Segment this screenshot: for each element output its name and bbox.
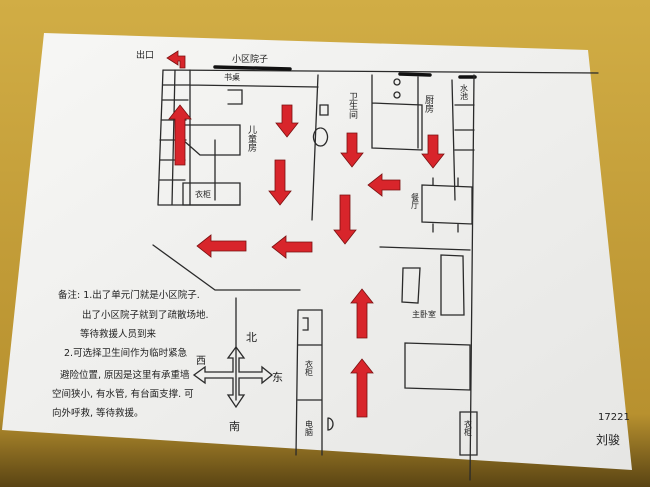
evacuation-arrow bbox=[271, 235, 313, 259]
notes: 备注: 1.出了单元门就是小区院子. 出了小区院子就到了疏散场地. 等待救援人员… bbox=[52, 289, 209, 419]
evacuation-arrow bbox=[333, 194, 357, 245]
wardrobe-kids-box bbox=[182, 182, 241, 206]
label-kitchen: 厨房 bbox=[423, 95, 434, 114]
signature-name: 刘骏 bbox=[596, 433, 620, 447]
label-computer: 电脑 bbox=[305, 419, 314, 437]
evacuation-arrow bbox=[421, 134, 445, 169]
label-yard: 小区院子 bbox=[232, 53, 268, 65]
compass-cross-icon bbox=[192, 345, 274, 409]
compass-north: 北 bbox=[246, 331, 257, 344]
evacuation-arrow bbox=[340, 132, 364, 168]
room-labels: 出口 小区院子 书桌 儿童房 卫生间 厨房 水池 衣柜 餐厅 主卧室 衣柜 电脑… bbox=[136, 49, 473, 437]
exit-arrow bbox=[166, 50, 186, 69]
evacuation-arrow bbox=[196, 234, 247, 258]
note-line: 出了小区院子就到了疏散场地. bbox=[82, 309, 209, 321]
label-dining: 餐厅 bbox=[411, 193, 420, 209]
note-line: 空间狭小, 有水管, 有台面支撑. 可 bbox=[52, 388, 194, 400]
stove-burner bbox=[393, 78, 401, 86]
entrance-walls bbox=[152, 244, 301, 401]
note-line: 等待救援人员到来 bbox=[80, 328, 157, 340]
note-line: 备注: 1.出了单元门就是小区院子. bbox=[58, 289, 200, 301]
stair-walls bbox=[157, 69, 599, 206]
stove-burner bbox=[393, 91, 401, 99]
label-wardrobe-kids: 衣柜 bbox=[195, 189, 211, 199]
evacuation-arrow bbox=[275, 104, 299, 138]
chair bbox=[227, 89, 243, 105]
note-line: 2.可选择卫生间作为临时紧急 bbox=[64, 347, 188, 359]
compass-south: 南 bbox=[229, 420, 240, 433]
study-walls bbox=[295, 309, 323, 456]
compass: 北 东 西 南 bbox=[192, 331, 283, 433]
label-sink: 水池 bbox=[460, 83, 469, 100]
label-wardrobe-left: 衣柜 bbox=[305, 359, 314, 377]
compass-east: 东 bbox=[272, 371, 283, 384]
evacuation-arrow bbox=[350, 358, 374, 418]
evacuation-arrow bbox=[367, 173, 401, 197]
note-line: 向外呼救, 等待救援。 bbox=[52, 407, 144, 419]
chair bbox=[327, 417, 334, 431]
kids-room-walls bbox=[182, 69, 319, 221]
bed bbox=[404, 342, 471, 391]
label-wardrobe-right: 衣柜 bbox=[464, 419, 473, 437]
paper-sheet bbox=[2, 33, 632, 470]
evacuation-arrow bbox=[350, 288, 374, 339]
label-exit: 出口 bbox=[136, 49, 154, 61]
note-line: 避险位置, 原因是这里有承重墙 bbox=[60, 369, 190, 381]
evacuation-arrow bbox=[168, 104, 192, 166]
label-desk: 书桌 bbox=[224, 72, 240, 82]
wardrobe-right-box bbox=[459, 411, 478, 456]
label-kids-room: 儿童房 bbox=[246, 125, 257, 153]
signature-id: 17221 bbox=[598, 412, 630, 423]
floor-plan bbox=[152, 65, 599, 481]
compass-west: 西 bbox=[196, 356, 206, 367]
evacuation-arrows bbox=[166, 50, 445, 418]
toilet-sink bbox=[312, 104, 329, 147]
windows bbox=[213, 65, 477, 79]
label-bathroom: 卫生间 bbox=[347, 92, 358, 120]
master-bedroom-walls bbox=[379, 246, 471, 316]
label-master-bedroom: 主卧室 bbox=[412, 309, 436, 319]
kitchen-walls bbox=[371, 74, 475, 201]
evacuation-arrow bbox=[268, 159, 292, 206]
